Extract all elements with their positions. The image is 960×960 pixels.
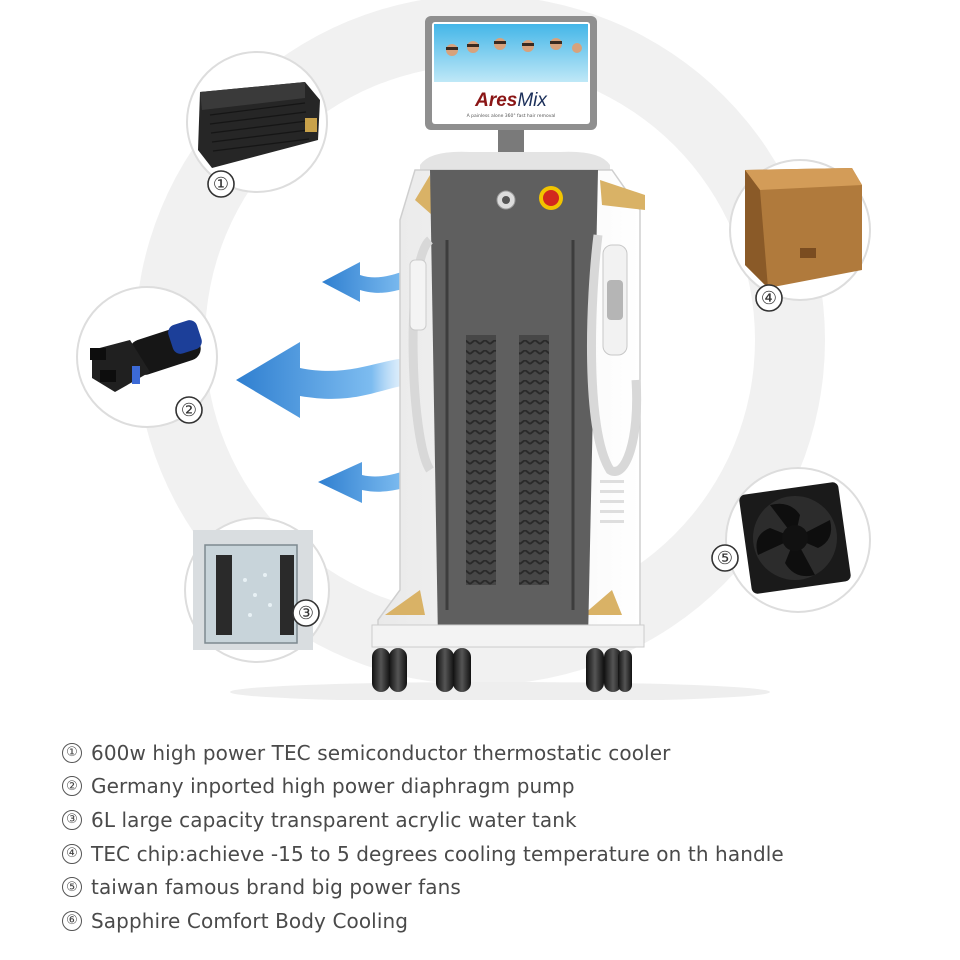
gold-accent-top-right [600,180,645,210]
handpiece-left [408,236,434,473]
feature-number: ④ [62,843,82,864]
feature-item: ② Germany inported high power diaphragm p… [62,770,942,804]
feature-item: ⑥ Sapphire Comfort Body Cooling [62,904,942,938]
emergency-stop-button[interactable] [539,186,563,210]
gold-accent-bottom-right [583,590,622,615]
gold-accent-bottom-left [385,590,425,615]
callout-3-number: ③ [298,603,314,624]
screen-tagline: A painless alone 360° fast hair removal [467,113,556,119]
feature-text: taiwan famous brand big power fans [91,875,461,900]
feature-number: ⑥ [62,910,82,931]
callout-3-water-tank: ③ [184,517,330,663]
feature-number: ⑤ [62,877,82,898]
feature-item: ④ TEC chip:achieve -15 to 5 degrees cooli… [62,837,942,871]
screen-brand-mix: Mix [517,90,548,111]
side-vents [600,480,624,523]
key-switch[interactable] [496,190,516,210]
tec-chip-icon [745,168,862,288]
cooling-fan-icon [739,482,851,594]
touch-screen: AresMix A painless alone 360° fast hair … [425,16,597,130]
machine-base [371,624,645,648]
feature-number: ③ [62,809,82,830]
callout-1-tec-cooler: ① [186,51,328,198]
screen-photo [434,24,588,82]
feature-item: ③ 6L large capacity transparent acrylic w… [62,803,942,837]
feature-text: Sapphire Comfort Body Cooling [91,908,409,933]
handpiece-right [586,234,642,476]
laser-machine: AresMix A painless alone 360° fast hair … [371,16,645,692]
vent-grille-right [519,335,549,585]
floor-shadow [230,682,770,700]
callout-4-tec-chip: ④ [729,159,871,312]
callout-4-number: ④ [761,288,777,309]
tec-cooler-icon [198,82,320,168]
feature-list: ① 600w high power TEC semiconductor therm… [62,736,942,938]
feature-item: ⑤ taiwan famous brand big power fans [62,870,942,904]
feature-number: ② [62,776,82,797]
wheels [372,648,632,692]
airflow-arrow-middle [236,342,430,418]
wheel [372,648,407,692]
feature-text: 600w high power TEC semiconductor thermo… [91,740,671,765]
diaphragm-pump-icon [90,320,202,392]
screen-brand-ares: Ares [474,90,517,111]
callout-2-number: ② [181,400,197,421]
feature-text: Germany inported high power diaphragm pu… [91,774,575,799]
screen-brand: AresMix [474,90,548,111]
callout-5-fan: ⑤ [711,467,871,613]
wheel [436,648,471,692]
callout-5-number: ⑤ [717,548,733,569]
gold-accent-top-left [415,175,432,215]
product-illustration: AresMix A painless alone 360° fast hair … [76,0,871,700]
wheel [586,648,632,692]
feature-text: 6L large capacity transparent acrylic wa… [91,807,577,832]
vent-grille-left [466,335,496,585]
feature-item: ① 600w high power TEC semiconductor therm… [62,736,942,770]
feature-text: TEC chip:achieve -15 to 5 degrees coolin… [91,841,784,866]
feature-number: ① [62,742,82,763]
callout-2-pump: ② [76,286,218,428]
callout-1-number: ① [213,174,229,195]
water-tank-icon [193,530,313,650]
